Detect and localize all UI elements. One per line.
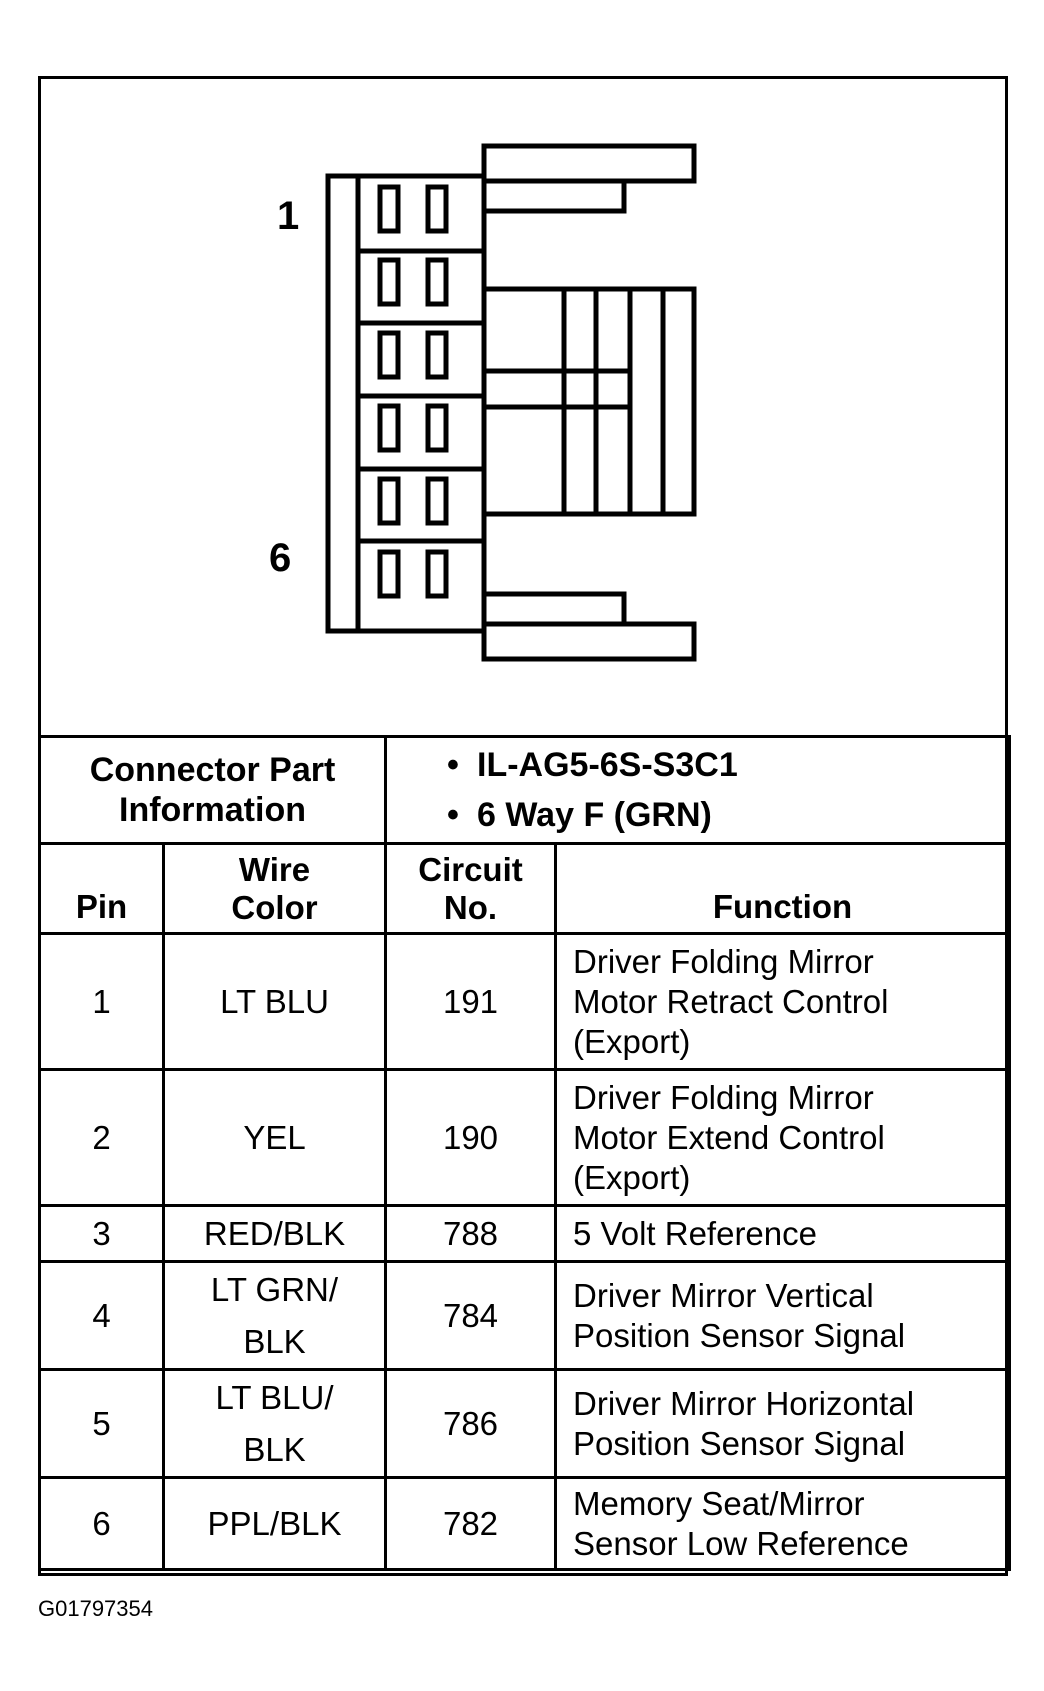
connector-pinout-table: Connector Part Information • IL-AG5-6S-S3…: [38, 735, 1012, 1571]
table-header-row: Pin Wire Color Circuit No. Function: [38, 842, 1012, 935]
wire-color-line1: YEL: [243, 1118, 306, 1156]
function-line2: Sensor Low Reference: [573, 1524, 909, 1562]
connector-part-number: IL-AG5-6S-S3C1: [477, 746, 738, 784]
function-line1: Driver Folding Mirror: [573, 942, 874, 980]
header-function: Function: [553, 842, 1012, 935]
connector-top-latch: [481, 143, 697, 184]
circuit-cell: 191: [384, 932, 557, 1071]
pin-1-label: 1: [277, 194, 299, 238]
connector-lock-ribs: [481, 286, 697, 517]
connector-face-svg: 1 6: [269, 143, 697, 662]
wire-color-line1: LT BLU/: [215, 1378, 334, 1416]
connector-info-row: Connector Part Information • IL-AG5-6S-S3…: [38, 735, 1012, 845]
function-line2: Position Sensor Signal: [573, 1424, 906, 1462]
circuit-cell: 190: [384, 1068, 557, 1207]
header-circuit-line1: Circuit: [418, 850, 523, 888]
function-line2: Position Sensor Signal: [573, 1316, 906, 1354]
header-pin: Pin: [38, 842, 165, 935]
wire-color-line2: BLK: [243, 1322, 306, 1360]
figure-code: G01797354: [38, 1596, 153, 1621]
bullet-icon: •: [447, 746, 459, 784]
pin-cell: 5: [38, 1368, 165, 1479]
connector-bottom-latch: [481, 621, 697, 662]
connector-cavity-block: [355, 173, 487, 634]
wire-color-cell: LT GRN/BLK: [162, 1260, 387, 1371]
wire-color-line2: BLK: [243, 1430, 306, 1468]
function-cell: 5 Volt Reference: [553, 1204, 1012, 1263]
function-line3: (Export): [573, 1158, 691, 1196]
table-row: 5 LT BLU/BLK 786 Driver Mirror Horizonta…: [38, 1368, 1012, 1479]
terminal-slots: [377, 184, 449, 599]
pin-6-label: 6: [269, 536, 291, 580]
table-row: 3 RED/BLK 788 5 Volt Reference: [38, 1204, 1012, 1263]
connector-description: 6 Way F (GRN): [477, 796, 712, 834]
header-circuit: Circuit No.: [384, 842, 557, 935]
connector-housing-left-rail: [325, 173, 361, 634]
circuit-cell: 788: [384, 1204, 557, 1263]
function-line2: Motor Retract Control: [573, 982, 889, 1020]
function-line1: Memory Seat/Mirror: [573, 1484, 865, 1522]
header-circuit-line2: No.: [443, 888, 498, 926]
wire-color-line1: PPL/BLK: [207, 1504, 342, 1542]
pin-cell: 4: [38, 1260, 165, 1371]
pin-cell: 3: [38, 1204, 165, 1263]
wire-color-cell: RED/BLK: [162, 1204, 387, 1263]
circuit-cell: 784: [384, 1260, 557, 1371]
wire-color-line1: LT GRN/: [210, 1270, 339, 1308]
connector-info-values: • IL-AG5-6S-S3C1 • 6 Way F (GRN): [383, 735, 1012, 845]
bullet-icon: •: [447, 796, 459, 834]
connector-face-diagram: 1 6: [41, 79, 1005, 737]
function-line1: Driver Mirror Vertical: [573, 1276, 874, 1314]
header-wire-color-line2: Color: [231, 888, 318, 926]
connector-info-label-line2: Information: [119, 791, 306, 829]
header-wire-color-line1: Wire: [238, 850, 311, 888]
function-line1: Driver Mirror Horizontal: [573, 1384, 915, 1422]
function-line2: Motor Extend Control: [573, 1118, 885, 1156]
connector-info-label-line1: Connector Part: [89, 751, 336, 789]
connector-info-label: Connector Part Information: [38, 735, 387, 845]
function-line1: 5 Volt Reference: [573, 1214, 817, 1252]
wire-color-cell: LT BLU: [162, 932, 387, 1071]
pin-cell: 2: [38, 1068, 165, 1207]
wire-color-line1: RED/BLK: [203, 1214, 346, 1252]
function-line3: (Export): [573, 1022, 691, 1060]
wire-color-line1: LT BLU: [220, 982, 329, 1020]
header-wire-color: Wire Color: [162, 842, 387, 935]
pin-cell: 6: [38, 1476, 165, 1571]
wire-color-cell: LT BLU/BLK: [162, 1368, 387, 1479]
function-line1: Driver Folding Mirror: [573, 1078, 874, 1116]
wire-color-cell: YEL: [162, 1068, 387, 1207]
pin-cell: 1: [38, 932, 165, 1071]
circuit-cell: 782: [384, 1476, 557, 1571]
wire-color-cell: PPL/BLK: [162, 1476, 387, 1571]
circuit-cell: 786: [384, 1368, 557, 1479]
connector-figure-frame: 1 6 Connector Part Information • IL-AG5-6…: [38, 76, 1012, 1576]
